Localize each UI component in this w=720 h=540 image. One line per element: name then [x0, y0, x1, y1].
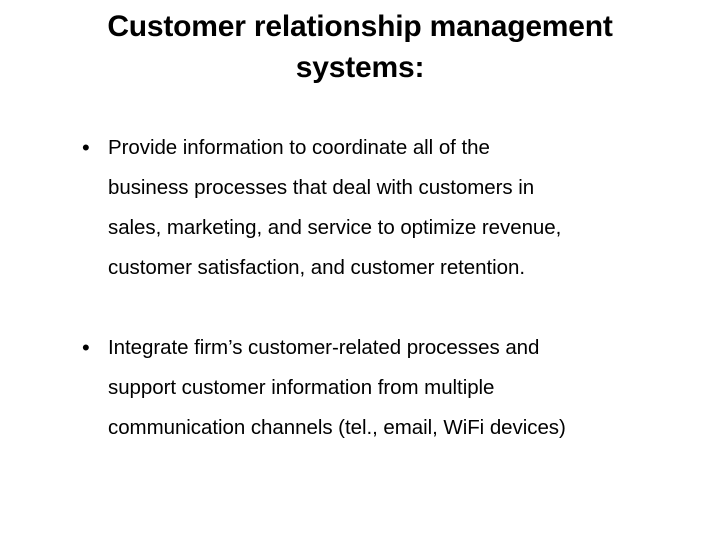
list-item-text: Provide information to coordinate all of… — [108, 128, 698, 288]
list-item-line: Integrate firm’s customer-related proces… — [108, 336, 540, 359]
bullet-list: • Provide information to coordinate all … — [78, 128, 698, 448]
list-item-line: support customer information from multip… — [108, 376, 495, 399]
list-item-line: business processes that deal with custom… — [108, 176, 535, 199]
bullet-icon: • — [82, 335, 90, 360]
list-item-line: customer satisfaction, and customer rete… — [108, 256, 526, 279]
bullet-icon: • — [82, 135, 90, 160]
list-item-line: Provide information to coordinate all of… — [108, 136, 490, 159]
page-title: Customer relationship management systems… — [30, 6, 690, 88]
page-title-line-1: Customer relationship management — [107, 10, 613, 43]
list-item-text: Integrate firm’s customer-related proces… — [108, 328, 698, 448]
list-item: • Provide information to coordinate all … — [78, 128, 698, 288]
page-title-line-2: systems: — [295, 51, 425, 84]
list-item-line: sales, marketing, and service to optimiz… — [108, 216, 562, 239]
list-item: • Integrate firm’s customer-related proc… — [78, 328, 698, 448]
list-item-line: communication channels (tel., email, WiF… — [108, 416, 566, 439]
